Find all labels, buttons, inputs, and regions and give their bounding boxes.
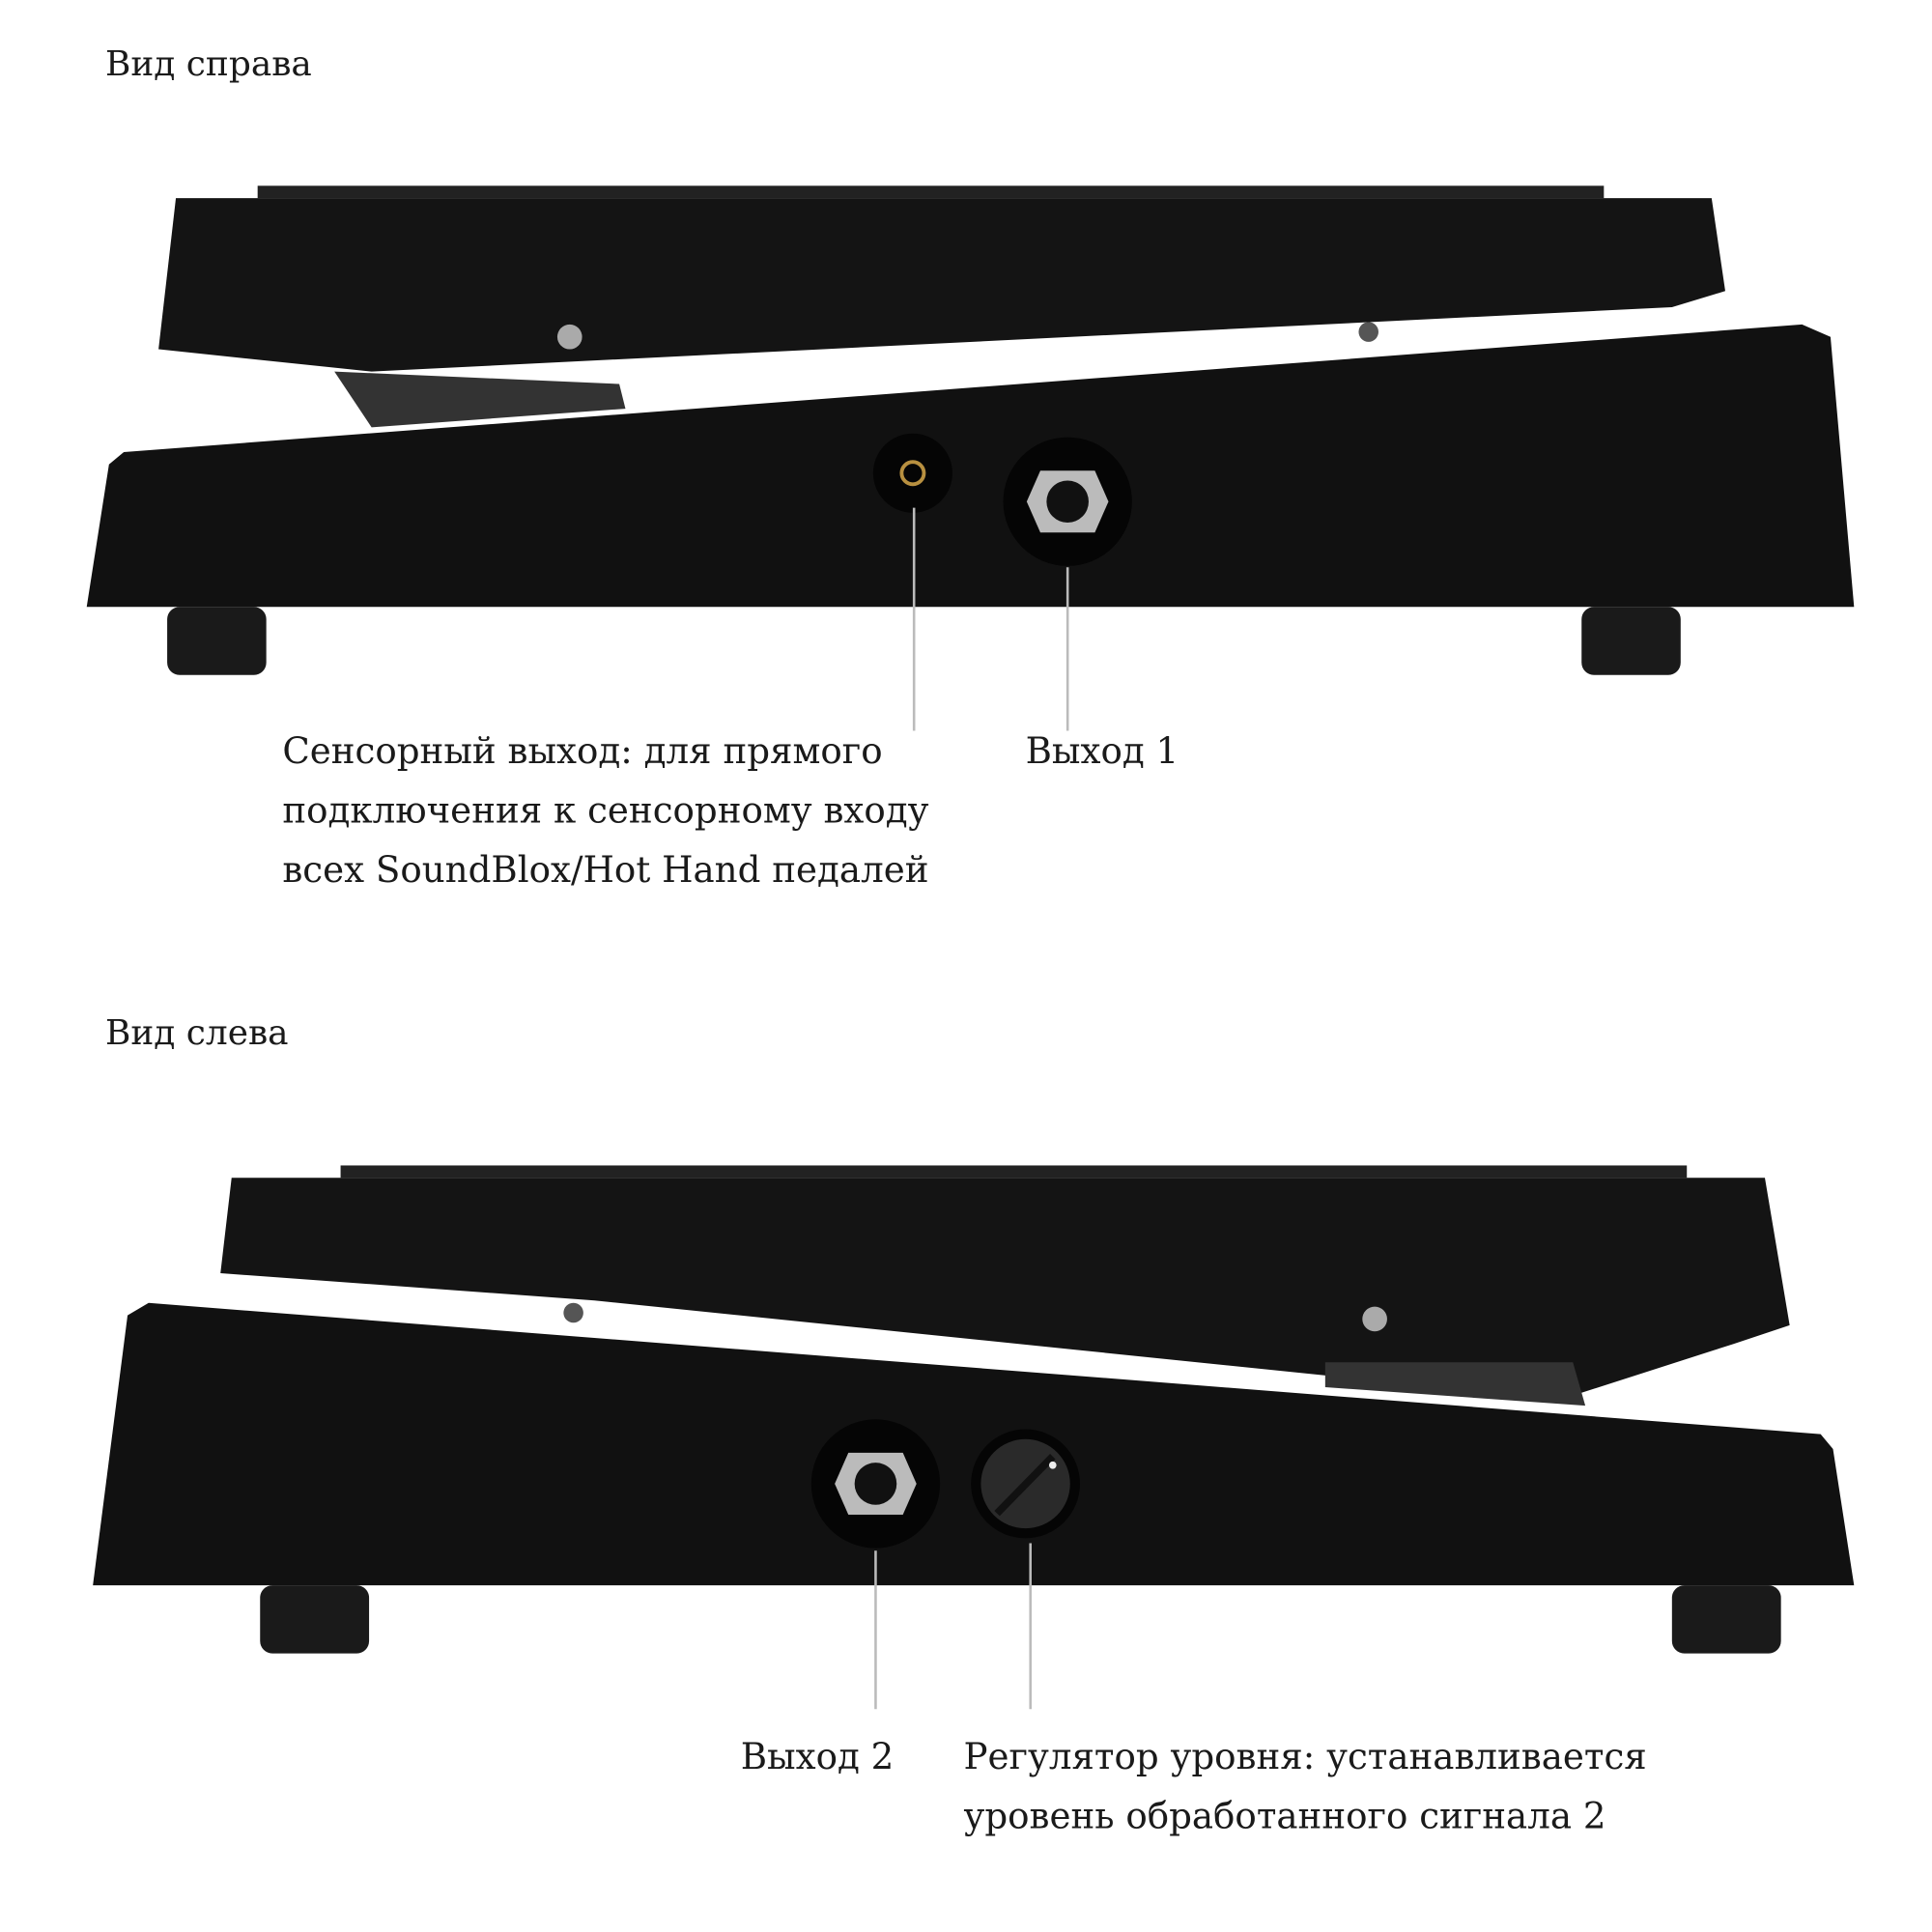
screw-icon	[1362, 1306, 1387, 1332]
screw-icon	[1358, 322, 1378, 342]
rubber-foot	[1581, 607, 1681, 675]
rubber-foot	[260, 1585, 370, 1654]
output-2-jack-icon	[810, 1419, 941, 1548]
label-line: Сенсорный выход: для прямого	[282, 729, 883, 772]
treadle-top-pad	[340, 1165, 1688, 1179]
treadle	[220, 1178, 1790, 1400]
screw-icon	[563, 1302, 583, 1323]
treadle	[158, 198, 1725, 372]
label-line: Регулятор уровня: устанавливается	[963, 1735, 1647, 1777]
sensor-jack-icon	[872, 433, 952, 513]
hinge-mechanism	[1324, 1362, 1586, 1406]
pedal-base	[93, 1302, 1855, 1586]
label-line: подключения к сенсорному входу	[282, 788, 929, 832]
pedal-base	[86, 324, 1855, 608]
pedal-left-view	[93, 1165, 1855, 1710]
sensor-output-label: Сенсорный выход: для прямого подключения…	[282, 721, 928, 899]
treadle-top-pad	[257, 185, 1605, 199]
output-1-jack-icon	[1003, 437, 1132, 566]
rubber-foot	[1671, 1585, 1781, 1654]
rubber-foot	[167, 607, 267, 675]
output-1-label: Выход 1	[1025, 729, 1179, 772]
label-line: всех SoundBlox/Hot Hand педалей	[282, 848, 929, 891]
level-knob-label: Регулятор уровня: устанавливается уровен…	[963, 1726, 1646, 1845]
hinge-mechanism	[334, 371, 626, 428]
level-knob-icon	[971, 1429, 1080, 1539]
screw-icon	[556, 324, 582, 350]
left-view-title: Вид слева	[104, 1011, 289, 1053]
pedal-right-view	[86, 185, 1855, 731]
right-view-title: Вид справа	[104, 43, 312, 85]
label-line: уровень обработанного сигнала 2	[963, 1794, 1606, 1837]
output-2-label: Выход 2	[740, 1735, 895, 1777]
